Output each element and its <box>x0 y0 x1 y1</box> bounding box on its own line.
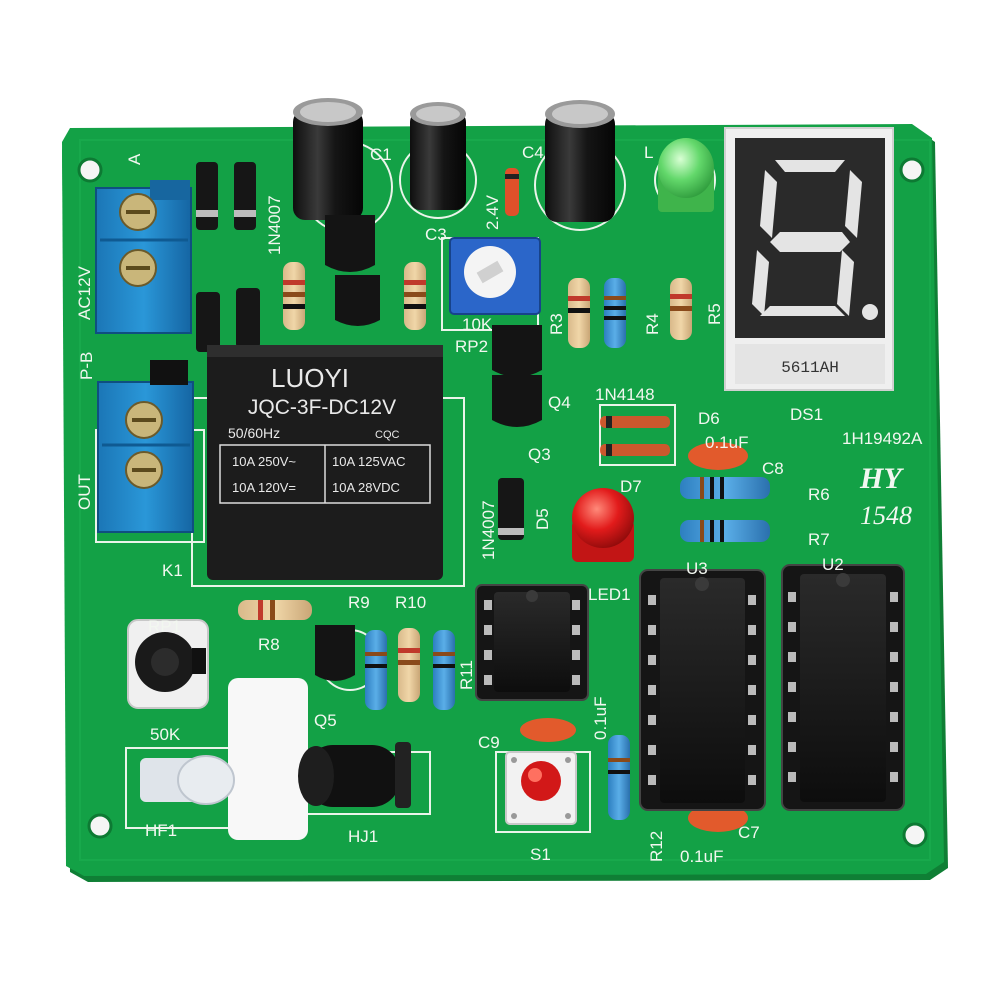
silkscreen-labels: AC12V OUT A P-B C1 1N4007 C3 2.4V C4 L 1… <box>75 143 923 866</box>
label-q5: Q5 <box>314 711 337 730</box>
resistors-blue <box>365 278 770 820</box>
terminal-ac12v <box>95 180 192 334</box>
label-c7: C7 <box>738 823 760 842</box>
label-q3: Q3 <box>528 445 551 464</box>
label-r11: R11 <box>457 660 476 690</box>
label-u3: U3 <box>686 559 708 578</box>
relay-cert: CQC <box>375 429 400 441</box>
label-r9: R9 <box>348 593 370 612</box>
relay-model: JQC-3F-DC12V <box>248 396 396 419</box>
label-r6: R6 <box>808 485 830 504</box>
label-hj1: HJ1 <box>348 827 378 846</box>
label-r8: R8 <box>258 635 280 654</box>
label-c4: C4 <box>522 143 544 162</box>
label-c3: C3 <box>425 225 447 244</box>
glass-diodes <box>600 416 670 456</box>
electrolytic-capacitors <box>293 98 615 222</box>
label-1n4007-mid: 1N4007 <box>479 500 498 560</box>
relay-rating-2: 10A 125VAC <box>332 454 405 469</box>
seven-segment-display: 5611AH <box>724 127 894 391</box>
label-c9: C9 <box>478 733 500 752</box>
label-d5: D5 <box>533 508 552 530</box>
label-r4: R4 <box>643 313 662 335</box>
potentiometer-rp2 <box>449 237 541 315</box>
label-k1: K1 <box>162 561 183 580</box>
label-c8: C8 <box>762 459 784 478</box>
label-out: OUT <box>75 474 94 510</box>
relay-rating-4: 10A 28VDC <box>332 480 400 495</box>
label-c1: C1 <box>370 145 392 164</box>
diodes-top-left <box>196 162 260 352</box>
label-2-4v: 2.4V <box>483 194 502 230</box>
ir-led-hf1 <box>140 755 235 805</box>
potentiometer-rp1 <box>127 619 209 709</box>
label-rp1: RP1 <box>148 617 181 636</box>
label-d6: D6 <box>698 409 720 428</box>
label-c7-value: 0.1uF <box>680 847 723 866</box>
label-hf1: HF1 <box>145 821 177 840</box>
label-s1: S1 <box>530 845 551 864</box>
label-50k: 50K <box>150 725 181 744</box>
diode-d5 <box>498 478 524 540</box>
label-1n4007-top: 1N4007 <box>265 195 284 255</box>
relay-k1: LUOYI JQC-3F-DC12V 50/60Hz CQC 10A 250V~… <box>207 345 443 580</box>
label-q4: Q4 <box>548 393 571 412</box>
push-button-s1 <box>505 751 577 825</box>
label-ac12v: AC12V <box>75 265 94 320</box>
label-led1: LED1 <box>588 585 631 604</box>
label-d7: D7 <box>620 477 642 496</box>
relay-rating-3: 10A 120V= <box>232 480 296 495</box>
label-r7: R7 <box>808 530 830 549</box>
led-red <box>572 488 634 562</box>
label-rp2: RP2 <box>455 337 488 356</box>
label-r3: R3 <box>547 313 566 335</box>
label-r5: R5 <box>705 303 724 325</box>
transistors-top <box>315 215 542 681</box>
ic-u3 <box>639 569 766 811</box>
resistors-beige <box>238 262 692 702</box>
relay-freq: 50/60Hz <box>228 425 280 441</box>
label-id-code: 1H19492A <box>842 429 923 448</box>
relay-rating-1: 10A 250V~ <box>232 454 296 469</box>
board-slot <box>228 678 308 840</box>
label-c9-value: 0.1uF <box>591 697 610 740</box>
label-10k: 10K <box>462 315 493 334</box>
terminal-out <box>97 360 194 533</box>
zener-diode <box>505 168 519 216</box>
relay-brand: LUOYI <box>271 363 349 393</box>
led-green <box>658 138 714 212</box>
label-model: 1548 <box>860 501 912 530</box>
label-brand: HY <box>859 462 904 495</box>
label-r10: R10 <box>395 593 426 612</box>
ic-u2 <box>781 564 905 811</box>
label-c8-value: 0.1uF <box>705 433 748 452</box>
label-1n4148: 1N4148 <box>595 385 655 404</box>
label-ds1: DS1 <box>790 405 823 424</box>
display-part-number: 5611AH <box>781 359 839 377</box>
label-b: P-B <box>77 352 96 380</box>
label-l: L <box>644 143 653 162</box>
label-a: A <box>125 153 144 165</box>
label-u2: U2 <box>822 555 844 574</box>
ic-8pin <box>475 584 589 701</box>
label-r12: R12 <box>647 831 666 862</box>
mounting-holes <box>77 157 928 848</box>
ir-receiver-hj1 <box>298 742 411 808</box>
